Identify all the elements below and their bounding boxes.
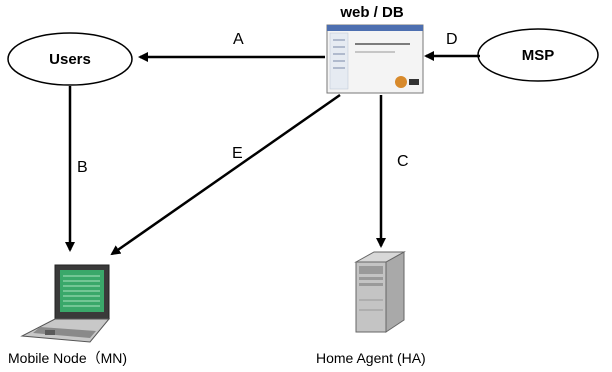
edge-a-label: A [233,31,244,48]
web-page-screenshot-icon [326,24,424,94]
web-db-node: web / DB [326,4,424,94]
edge-e-arrow [110,93,341,256]
edge-e-label: E [232,145,243,162]
laptop-icon [20,264,111,343]
msp-node: MSP [477,28,599,82]
edge-c-label: C [397,153,409,170]
msp-label: MSP [522,47,555,64]
edge-d-label: D [446,31,458,48]
edge-b-label: B [77,159,88,176]
home-agent-label: Home Agent (HA) [316,350,426,366]
users-node: Users [7,32,133,86]
web-db-label: web / DB [339,4,404,21]
mobile-node-label: Mobile Node（MN) [8,350,127,366]
users-label: Users [49,51,91,68]
server-tower-icon [354,251,406,333]
